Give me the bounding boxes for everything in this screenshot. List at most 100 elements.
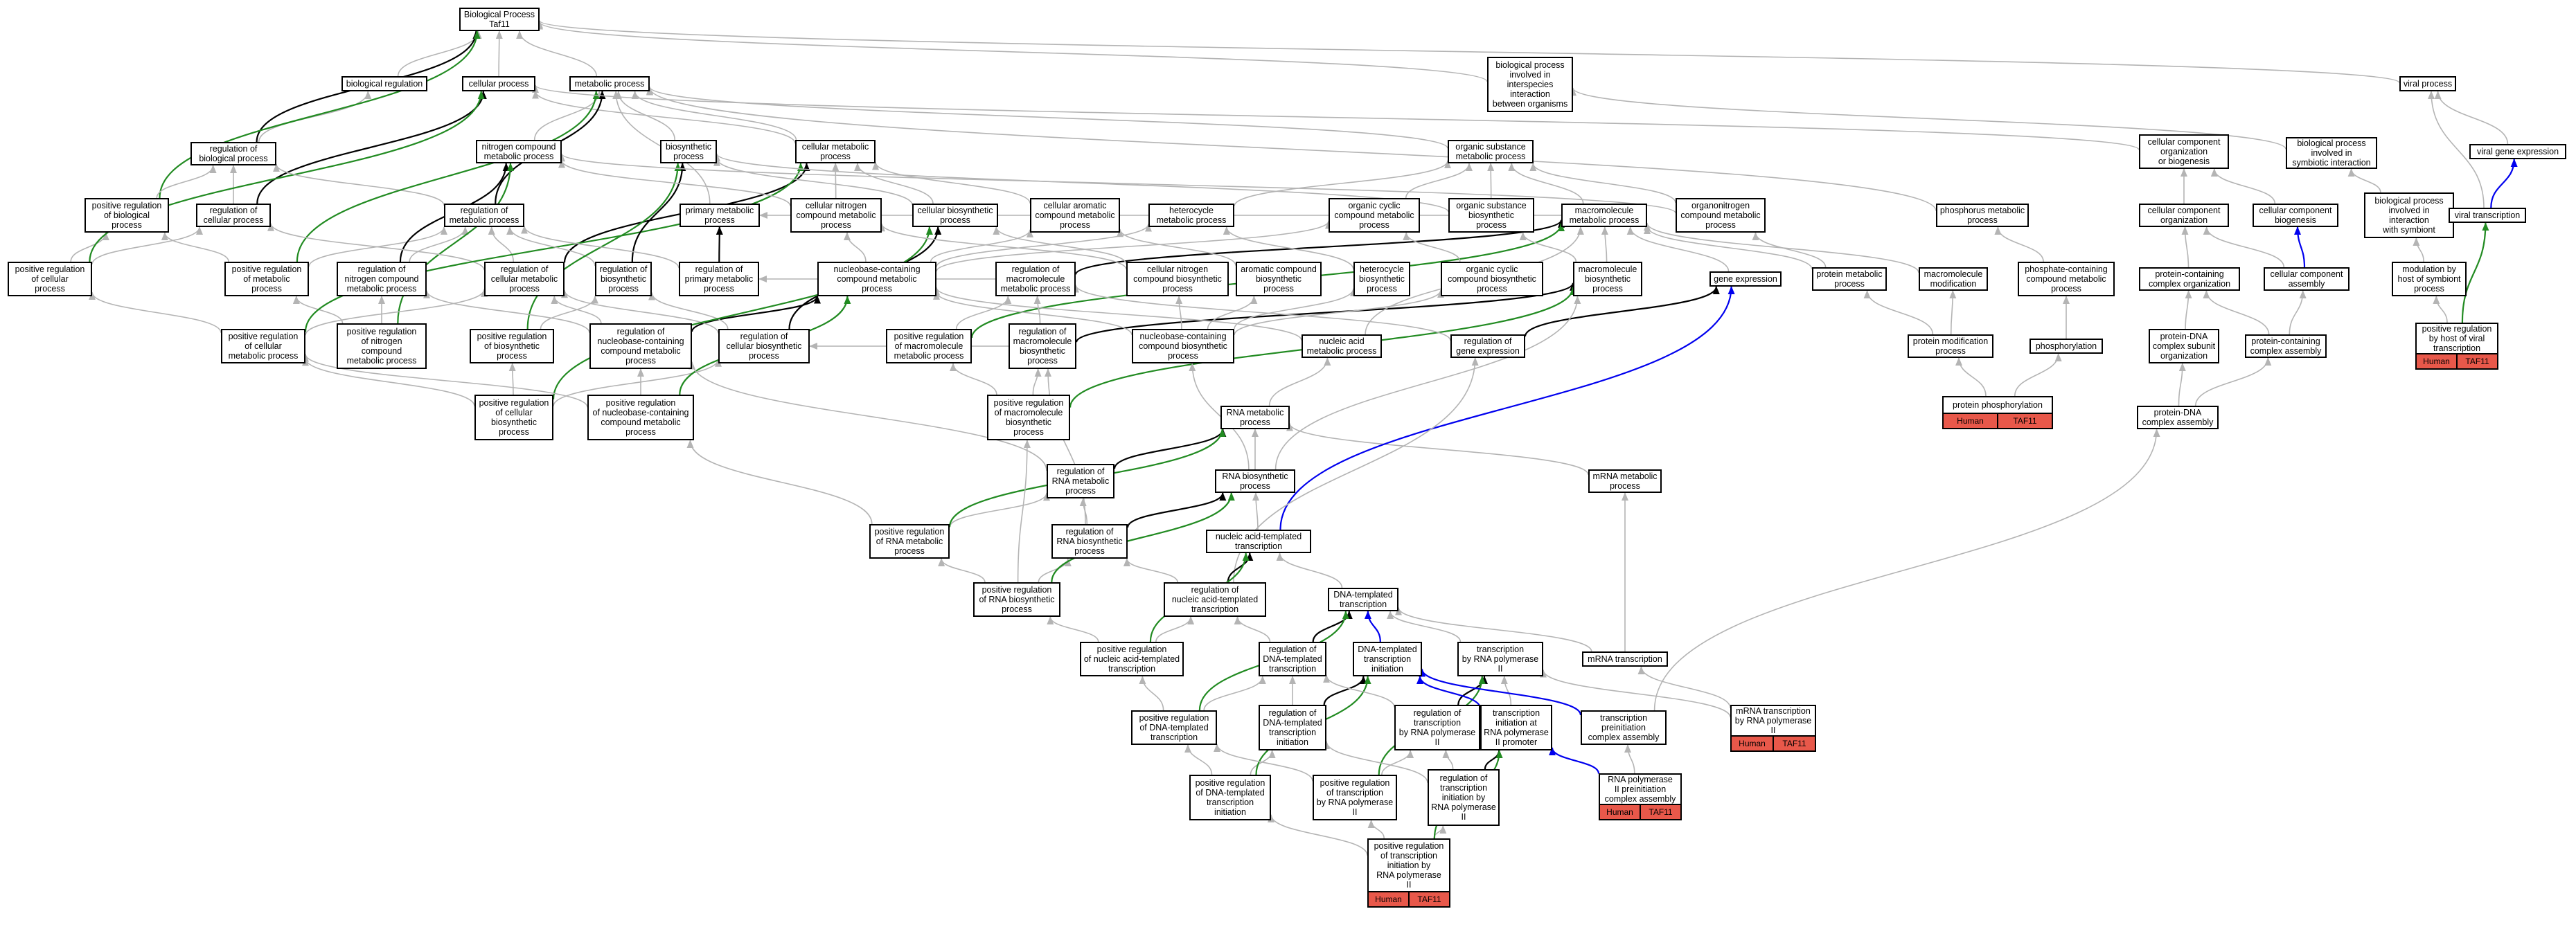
- go-term-node[interactable]: DNA-templated transcription: [1328, 588, 1398, 611]
- go-term-node[interactable]: transcription by RNA polymerase II: [1457, 642, 1543, 676]
- go-term-node[interactable]: regulation of cellular process: [196, 204, 271, 227]
- go-term-node[interactable]: regulation of cellular biosynthetic proc…: [718, 329, 810, 363]
- go-term-node[interactable]: positive regulation of macromolecule bio…: [987, 395, 1070, 440]
- go-term-node[interactable]: biological process involved in interspec…: [1487, 57, 1573, 112]
- go-term-node[interactable]: organic substance biosynthetic process: [1448, 198, 1534, 233]
- go-term-node[interactable]: regulation of cellular metabolic process: [484, 262, 565, 296]
- go-term-node[interactable]: RNA polymerase II preinitiation complex …: [1599, 773, 1682, 820]
- go-term-node[interactable]: DNA-templated transcription initiation: [1353, 642, 1422, 676]
- go-term-node[interactable]: nucleobase-containing compound biosynthe…: [1132, 329, 1234, 363]
- go-term-node[interactable]: positive regulation of macromolecule met…: [886, 329, 972, 363]
- go-term-node[interactable]: mRNA transcription: [1582, 651, 1668, 667]
- go-term-node[interactable]: protein metabolic process: [1812, 267, 1887, 291]
- go-term-node[interactable]: biological process involved in symbiotic…: [2286, 137, 2377, 169]
- go-term-node[interactable]: primary metabolic process: [679, 204, 760, 227]
- go-term-node[interactable]: metabolic process: [569, 76, 650, 91]
- go-term-node[interactable]: organonitrogen compound metabolic proces…: [1676, 198, 1766, 233]
- go-term-node[interactable]: positive regulation of nucleic acid-temp…: [1080, 642, 1184, 676]
- go-term-node[interactable]: cellular process: [462, 76, 535, 91]
- go-term-node[interactable]: transcription initiation at RNA polymera…: [1480, 705, 1552, 750]
- go-term-node[interactable]: positive regulation of DNA-templated tra…: [1131, 710, 1217, 745]
- go-term-node[interactable]: cellular aromatic compound metabolic pro…: [1030, 198, 1120, 233]
- go-term-node[interactable]: regulation of metabolic process: [444, 204, 524, 227]
- go-term-node[interactable]: gene expression: [1709, 271, 1782, 287]
- go-term-node[interactable]: RNA metabolic process: [1220, 406, 1290, 429]
- go-term-node[interactable]: positive regulation of RNA biosynthetic …: [973, 582, 1060, 617]
- go-term-node[interactable]: organic cyclic compound metabolic proces…: [1329, 198, 1420, 233]
- go-term-node[interactable]: viral process: [2399, 76, 2456, 91]
- go-term-node[interactable]: protein-DNA complex subunit organization: [2149, 329, 2219, 363]
- go-term-label: biological process involved in interacti…: [2374, 196, 2444, 235]
- go-term-node[interactable]: macromolecule biosynthetic process: [1573, 262, 1642, 296]
- go-term-node[interactable]: regulation of macromolecule biosynthetic…: [1009, 323, 1076, 369]
- go-term-label: positive regulation of cellular process: [15, 264, 85, 294]
- go-term-node[interactable]: cellular nitrogen compound metabolic pro…: [790, 198, 882, 233]
- go-term-node[interactable]: viral gene expression: [2469, 144, 2566, 159]
- go-term-node[interactable]: protein-containing complex assembly: [2245, 334, 2327, 358]
- go-term-node[interactable]: regulation of RNA biosynthetic process: [1051, 524, 1128, 559]
- go-term-node[interactable]: regulation of nucleobase-containing comp…: [589, 323, 692, 369]
- go-term-node[interactable]: phosphorylation: [2029, 339, 2103, 354]
- go-term-node[interactable]: cellular component biogenesis: [2253, 204, 2338, 227]
- go-term-node[interactable]: regulation of biosynthetic process: [595, 262, 652, 296]
- go-term-node[interactable]: macromolecule metabolic process: [1561, 204, 1647, 227]
- go-term-node[interactable]: positive regulation of transcription ini…: [1367, 838, 1450, 908]
- go-term-node[interactable]: regulation of DNA-templated transcriptio…: [1259, 705, 1326, 750]
- go-term-node[interactable]: positive regulation of DNA-templated tra…: [1189, 775, 1271, 820]
- go-term-node[interactable]: cellular metabolic process: [795, 140, 876, 163]
- go-term-node[interactable]: Biological Process Taf11: [459, 8, 540, 31]
- go-term-node[interactable]: regulation of macromolecule metabolic pr…: [995, 262, 1076, 296]
- go-term-node[interactable]: mRNA metabolic process: [1588, 469, 1662, 493]
- go-term-node[interactable]: protein modification process: [1908, 334, 1993, 358]
- go-term-node[interactable]: biological regulation: [341, 76, 427, 91]
- go-term-node[interactable]: cellular component organization or bioge…: [2139, 134, 2229, 169]
- go-term-node[interactable]: RNA biosynthetic process: [1215, 469, 1295, 493]
- go-term-node[interactable]: aromatic compound biosynthetic process: [1236, 262, 1322, 296]
- go-term-label: cellular aromatic compound metabolic pro…: [1035, 201, 1115, 230]
- go-term-node[interactable]: positive regulation by host of viral tra…: [2415, 323, 2498, 370]
- go-term-node[interactable]: protein-DNA complex assembly: [2137, 406, 2219, 429]
- go-term-node[interactable]: regulation of transcription by RNA polym…: [1394, 705, 1480, 750]
- go-term-node[interactable]: positive regulation of cellular metaboli…: [221, 329, 305, 363]
- go-term-node[interactable]: regulation of transcription initiation b…: [1428, 769, 1500, 826]
- go-term-node[interactable]: modulation by host of symbiont process: [2392, 262, 2467, 296]
- go-term-node[interactable]: protein-containing complex organization: [2139, 267, 2240, 291]
- go-term-node[interactable]: positive regulation of biological proces…: [85, 198, 169, 233]
- go-term-node[interactable]: positive regulation of nitrogen compound…: [337, 323, 427, 369]
- go-term-node[interactable]: positive regulation of biosynthetic proc…: [470, 329, 554, 363]
- go-term-node[interactable]: positive regulation of cellular process: [8, 262, 92, 296]
- go-term-node[interactable]: nitrogen compound metabolic process: [476, 140, 562, 163]
- go-term-node[interactable]: cellular component assembly: [2264, 267, 2350, 291]
- go-term-node[interactable]: positive regulation of RNA metabolic pro…: [869, 524, 950, 559]
- go-term-node[interactable]: nucleic acid-templated transcription: [1206, 530, 1311, 553]
- go-term-node[interactable]: regulation of nucleic acid-templated tra…: [1164, 582, 1266, 617]
- go-term-node[interactable]: positive regulation of metabolic process: [224, 262, 309, 296]
- go-term-node[interactable]: regulation of RNA metabolic process: [1047, 464, 1114, 498]
- go-term-node[interactable]: phosphate-containing compound metabolic …: [2018, 262, 2115, 296]
- go-term-node[interactable]: nucleic acid metabolic process: [1302, 334, 1382, 358]
- go-term-node[interactable]: phosphorus metabolic process: [1936, 204, 2029, 227]
- go-term-node[interactable]: macromolecule modification: [1919, 267, 1988, 291]
- go-term-node[interactable]: positive regulation of transcription by …: [1313, 775, 1397, 820]
- go-term-node[interactable]: biosynthetic process: [660, 140, 717, 163]
- go-term-node[interactable]: regulation of biological process: [190, 142, 276, 165]
- go-term-node[interactable]: positive regulation of nucleobase-contai…: [587, 395, 694, 440]
- go-term-node[interactable]: cellular component organization: [2139, 204, 2229, 227]
- go-term-node[interactable]: cellular biosynthetic process: [912, 204, 998, 227]
- go-term-node[interactable]: viral transcription: [2449, 208, 2526, 223]
- go-term-node[interactable]: regulation of primary metabolic process: [679, 262, 759, 296]
- go-term-node[interactable]: cellular nitrogen compound biosynthetic …: [1126, 262, 1229, 296]
- go-term-node[interactable]: heterocycle metabolic process: [1148, 204, 1234, 227]
- go-term-node[interactable]: transcription preinitiation complex asse…: [1581, 710, 1667, 745]
- go-term-node[interactable]: regulation of nitrogen compound metaboli…: [337, 262, 427, 296]
- go-term-node[interactable]: heterocycle biosynthetic process: [1353, 262, 1410, 296]
- go-term-node[interactable]: regulation of DNA-templated transcriptio…: [1259, 642, 1326, 676]
- go-term-node[interactable]: regulation of gene expression: [1450, 334, 1525, 358]
- go-term-node[interactable]: organic substance metabolic process: [1448, 140, 1534, 163]
- go-term-node[interactable]: organic cyclic compound biosynthetic pro…: [1441, 262, 1543, 296]
- go-term-node[interactable]: positive regulation of cellular biosynth…: [474, 395, 553, 440]
- go-term-node[interactable]: biological process involved in interacti…: [2364, 192, 2454, 238]
- go-term-node[interactable]: nucleobase-containing compound metabolic…: [817, 262, 936, 296]
